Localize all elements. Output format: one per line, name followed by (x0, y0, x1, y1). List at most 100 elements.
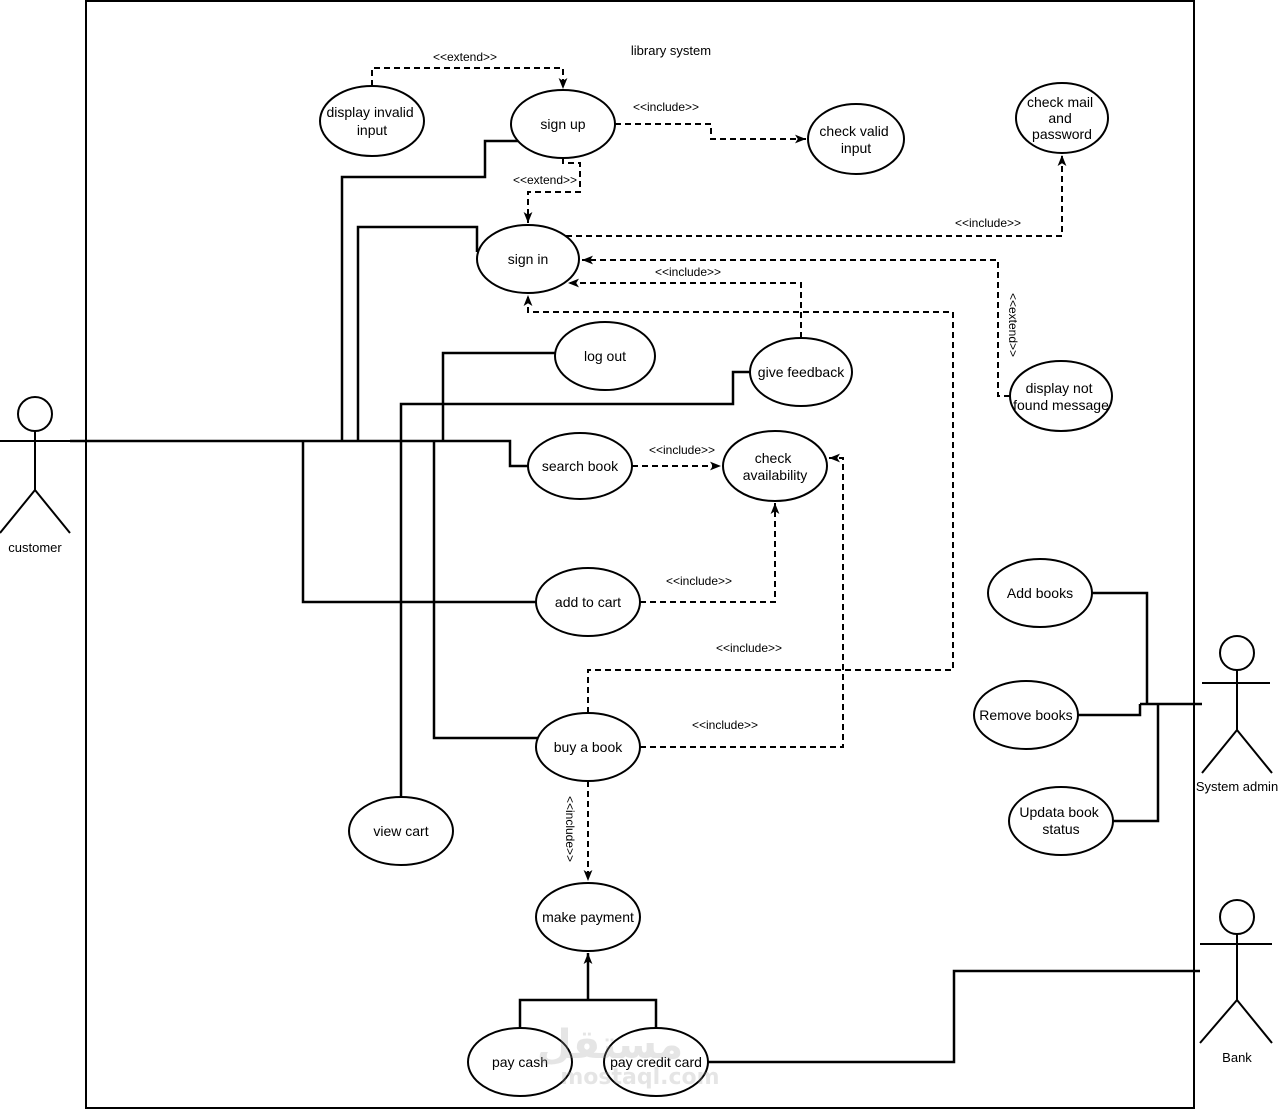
use-case-ellipse (807, 103, 905, 175)
use-case-label-line: display invalid (326, 104, 413, 120)
use-case-buy-a-book: buy a book (535, 712, 641, 782)
assoc-admin-add-books (1092, 591, 1149, 704)
use-case-label-line: found message (1013, 397, 1109, 413)
label-include: <<include>> (716, 641, 782, 655)
assoc-customer-sign-in (356, 225, 479, 441)
system-boundary (85, 0, 1195, 1109)
use-case-label-line: input (841, 140, 871, 156)
use-case-ellipse (603, 1027, 709, 1097)
assoc-bank-pay-credit-card (708, 969, 1200, 1064)
actor-head (1219, 899, 1255, 935)
use-case-label: check availability (743, 450, 808, 483)
use-case-ellipse (1015, 82, 1109, 154)
use-case-label: buy a book (554, 739, 623, 755)
use-case-display-not-found-message: display not found message (1009, 360, 1113, 432)
actor-body (1201, 670, 1273, 774)
use-case-label-line: Updata book (1019, 804, 1099, 820)
assoc-customer-give-feedback-view-cart (399, 370, 750, 797)
use-case-give-feedback: give feedback (749, 337, 853, 407)
use-case-ellipse (527, 432, 633, 500)
use-case-add-books: Add books (987, 558, 1093, 628)
use-case-label-line: availability (743, 467, 808, 483)
use-case-remove-books: Remove books (973, 680, 1079, 750)
watermark-latin: mostaql.com (560, 1065, 719, 1090)
dep-invalid-extends-signup (371, 67, 568, 89)
dep-buy-includes-signin (523, 295, 954, 713)
label-include: <<include>> (666, 574, 732, 588)
use-case-ellipse (535, 712, 641, 782)
dep-signup-includes-valid (615, 123, 806, 144)
dependencies (371, 67, 1067, 881)
use-case-label-line: input (357, 122, 387, 138)
assoc-customer-buy-a-book (432, 441, 538, 740)
use-case-label: Add books (1007, 585, 1073, 601)
actor-label: customer (8, 540, 62, 555)
use-case-label-line: check mail (1027, 94, 1093, 110)
use-case-label: add to cart (555, 594, 621, 610)
use-case-pay-credit-card: pay credit card (603, 1027, 709, 1097)
use-case-label: log out (584, 348, 626, 364)
dep-signin-includes-mail (566, 155, 1067, 237)
use-case-label: make payment (542, 909, 634, 925)
label-extend: <<extend>> (433, 50, 497, 64)
label-include: <<include>> (692, 718, 758, 732)
assoc-customer-add-to-cart (301, 441, 536, 604)
dep-feedback-includes-signin (568, 278, 802, 338)
use-case-label-line: status (1042, 821, 1079, 837)
actor-head (1219, 635, 1255, 671)
watermark-arabic: مستقل (537, 1022, 683, 1068)
system-title: library system (631, 43, 711, 58)
assoc-customer-search-book (70, 439, 528, 468)
label-include: <<include>> (649, 443, 715, 457)
use-case-ellipse (476, 224, 580, 294)
use-case-ellipse (987, 558, 1093, 628)
use-case-ellipse (749, 337, 853, 407)
use-case-label: sign up (540, 116, 585, 132)
actor-label: System admin (1196, 779, 1278, 794)
use-case-sign-in: sign in (476, 224, 580, 294)
use-case-label: pay cash (492, 1054, 548, 1070)
use-case-view-cart: view cart (348, 796, 454, 866)
use-case-add-to-cart: add to cart (535, 567, 641, 637)
use-case-ellipse (535, 882, 641, 952)
use-case-search-book: search book (527, 432, 633, 500)
use-case-label: pay credit card (610, 1054, 702, 1070)
assoc-admin-remove-books (1078, 704, 1142, 717)
use-case-ellipse (535, 567, 641, 637)
label-include: <<include>> (633, 100, 699, 114)
use-case-label-line: check (755, 450, 793, 466)
use-case-ellipse (1008, 786, 1114, 856)
use-case-label: give feedback (758, 364, 845, 380)
label-include: <<include>> (655, 265, 721, 279)
use-case-ellipse (319, 85, 425, 157)
use-case-display-invalid-input: display invalid input (319, 85, 425, 157)
stereotype-labels: <<extend>> <<include>> <<extend>> <<incl… (433, 50, 1021, 862)
actor-head (17, 396, 53, 432)
use-case-ellipse (722, 430, 828, 502)
use-case-label-line: password (1032, 126, 1092, 142)
use-case-label-line: check valid (819, 123, 888, 139)
label-extend: <<extend>> (1006, 293, 1020, 357)
use-case-label: display invalid input (326, 104, 417, 138)
use-case-make-payment: make payment (535, 882, 641, 952)
dep-signup-extends-signin (523, 158, 581, 223)
label-extend: <<extend>> (513, 173, 577, 187)
use-case-check-mail-and-password: check mail and password (1015, 82, 1109, 154)
label-include: <<include>> (955, 216, 1021, 230)
watermark: مستقل mostaql.com (537, 1022, 720, 1090)
actor-label: Bank (1222, 1050, 1252, 1065)
associations (70, 139, 1202, 1064)
dep-cart-includes-availability (640, 503, 780, 603)
use-case-ellipse (467, 1027, 573, 1097)
use-case-label: check valid input (819, 123, 892, 156)
use-case-ellipse (1009, 360, 1113, 432)
assoc-customer-log-out (441, 351, 555, 441)
actor-system-admin: System admin (1196, 635, 1278, 794)
use-case-pay-cash: pay cash (467, 1027, 573, 1097)
use-case-label: sign in (508, 251, 548, 267)
actor-body (1199, 934, 1273, 1044)
dep-buy-includes-availability (640, 453, 844, 748)
use-case-ellipse (973, 680, 1079, 750)
use-case-label-line: display not (1026, 380, 1093, 396)
